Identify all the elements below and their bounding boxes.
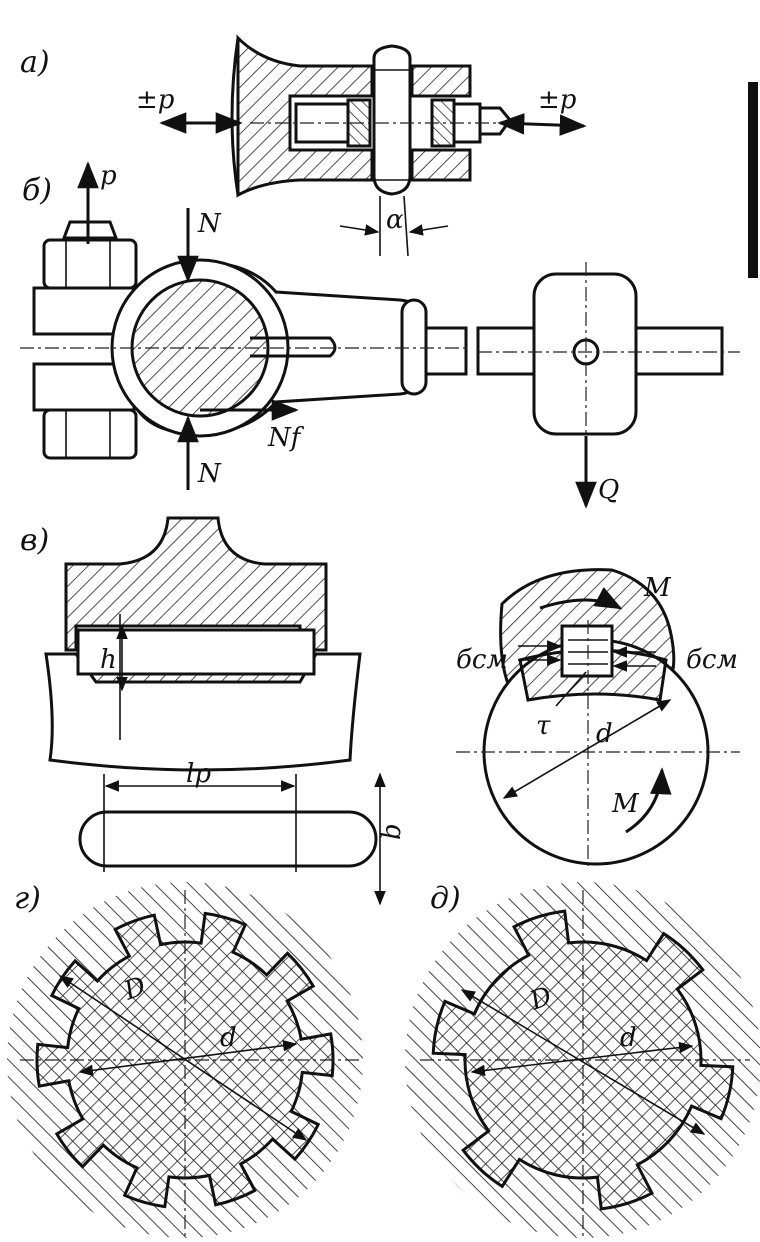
panel-v-label: в) [20, 523, 49, 558]
shaft-end-right [478, 106, 512, 136]
force-left-label: ±p [136, 85, 175, 115]
inner-diameter-line-d [470, 1041, 694, 1077]
taper-pin [372, 44, 412, 196]
scan-edge-bar [748, 82, 758, 278]
crush-left-label: бсм [456, 645, 508, 675]
lever-rod-left [424, 326, 468, 376]
height-label: h [100, 645, 117, 675]
panel-d: д) D d [405, 881, 760, 1238]
bolt-head [61, 220, 119, 240]
hub-right-top [410, 64, 472, 98]
rod-far-right [634, 326, 724, 376]
shear-label: τ [536, 711, 551, 741]
panel-g: г) D d [7, 881, 363, 1238]
rod-right [476, 326, 536, 376]
inner-diameter-line-g [78, 1039, 298, 1077]
hub-section [64, 516, 328, 652]
moment-top-arrow [539, 587, 623, 610]
moment-bottom-arrow [625, 767, 672, 834]
panel-a-label: a) [20, 45, 50, 80]
force-p-label: p [100, 161, 117, 191]
angle-label: α [386, 205, 404, 235]
moment-top-label: M [643, 573, 672, 603]
crush-right-label: бсм [686, 645, 738, 675]
panel-a: a) ±p ±p α [20, 34, 587, 257]
load-label: Q [598, 475, 619, 505]
panel-g-label: г) [14, 881, 41, 916]
slot [250, 336, 337, 358]
diameter-line [502, 699, 672, 799]
force-arrow-right [497, 113, 587, 136]
key-cross-section [560, 624, 614, 678]
inner-label-d: d [620, 1023, 637, 1053]
diameter-label: d [596, 719, 613, 749]
force-right-label: ±p [538, 85, 577, 115]
inner-label-g: d [220, 1023, 237, 1053]
moment-bottom-label: M [611, 789, 640, 819]
panel-v: в) h lp b M бсм бсм τ [20, 516, 740, 906]
hub-body [236, 34, 374, 198]
nut-top [42, 238, 138, 290]
panel-d-label: д) [430, 881, 461, 916]
panel-b-label: б) [22, 173, 52, 208]
hub-right-bottom [410, 148, 472, 182]
key-plan [78, 810, 378, 868]
width-label: b [377, 823, 407, 840]
normal-bottom-label: N [197, 459, 222, 489]
panel-b: б) p N N Nf Q [20, 161, 740, 509]
lever-collar [400, 298, 428, 396]
nut-bottom [42, 408, 138, 460]
length-label: lp [186, 759, 211, 789]
normal-top-label: N [197, 209, 222, 239]
friction-label: Nf [267, 423, 305, 453]
